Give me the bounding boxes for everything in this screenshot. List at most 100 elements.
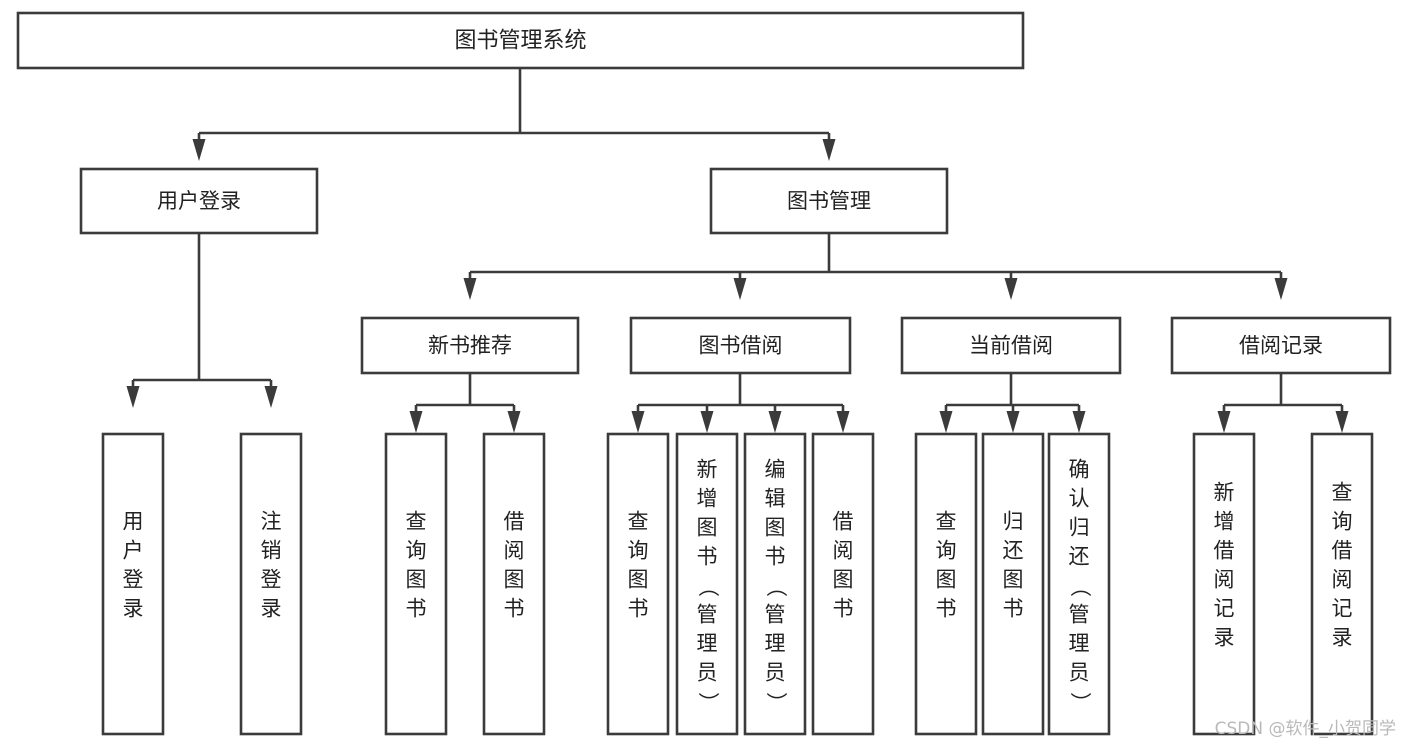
arrow-head-icon: [463, 278, 477, 300]
node-box-leaf-add-book-admin[interactable]: [675, 432, 739, 736]
label-char: 理: [1069, 632, 1090, 656]
nodes-layer: 图书管理系统用户登录图书管理新书推荐图书借阅当前借阅借阅记录用户登录注销登录查询…: [16, 11, 1392, 736]
label-char: 销: [261, 539, 282, 563]
label-char: 书: [833, 597, 854, 621]
node-box-leaf-query-borrow-record[interactable]: [1310, 432, 1374, 736]
label-char: 还: [1069, 545, 1090, 569]
node-new-book-recommend[interactable]: 新书推荐: [360, 316, 580, 375]
node-current-borrow[interactable]: 当前借阅: [900, 316, 1122, 375]
label-char: 管: [697, 603, 718, 627]
label-char: 查: [1332, 481, 1353, 505]
label-char: 管: [1069, 603, 1090, 627]
label-char: 图: [504, 568, 525, 592]
label-char: 图: [1003, 568, 1024, 592]
label-char: 阅: [833, 539, 854, 563]
node-root[interactable]: 图书管理系统: [16, 11, 1025, 70]
arrow-head-icon: [264, 386, 278, 408]
arrow-head-icon: [1274, 278, 1288, 300]
label-char: 注: [261, 510, 282, 534]
node-box-book-borrow[interactable]: [629, 316, 852, 375]
arrow-head-icon: [1072, 411, 1086, 433]
node-box-leaf-query-book-borrow[interactable]: [606, 432, 670, 736]
label-char: 确: [1069, 458, 1090, 482]
node-box-book-manage[interactable]: [709, 167, 949, 235]
label-char: 户: [123, 539, 144, 563]
label-char: 书: [765, 545, 786, 569]
arrow-head-icon: [733, 278, 747, 300]
label-char: 录: [123, 597, 144, 621]
arrow-head-icon: [700, 411, 714, 433]
label-char: 图: [936, 568, 957, 592]
node-box-leaf-query-book-current[interactable]: [914, 432, 978, 736]
label-char: 借: [1214, 539, 1235, 563]
connectors-layer: [126, 68, 1349, 433]
label-char: 询: [1332, 510, 1353, 534]
node-box-leaf-user-login[interactable]: [101, 432, 165, 736]
node-box-new-book-recommend[interactable]: [360, 316, 580, 375]
connector-record-to-leaves: [1217, 373, 1349, 433]
label-char: 员: [765, 661, 786, 685]
node-box-leaf-return-book[interactable]: [981, 432, 1045, 736]
label-char: 借: [833, 510, 854, 534]
connector-recommend-to-leaves: [409, 373, 521, 433]
label-char: 录: [1332, 626, 1353, 650]
label-char: 新: [697, 458, 718, 482]
node-box-root[interactable]: [16, 11, 1025, 70]
label-char: 询: [406, 539, 427, 563]
node-box-leaf-confirm-return-admin[interactable]: [1047, 432, 1111, 736]
node-box-leaf-logout-login[interactable]: [239, 432, 303, 736]
node-book-borrow[interactable]: 图书借阅: [629, 316, 852, 375]
node-box-user-login[interactable]: [79, 167, 319, 235]
node-box-current-borrow[interactable]: [900, 316, 1122, 375]
node-borrow-record[interactable]: 借阅记录: [1170, 316, 1392, 375]
label-char: 书: [936, 597, 957, 621]
node-label-root: 图书管理系统: [454, 29, 586, 54]
node-box-leaf-query-book-rec[interactable]: [384, 432, 448, 736]
node-label-user-login: 用户登录: [157, 189, 241, 213]
label-char: （: [696, 576, 720, 597]
label-char: 询: [628, 539, 649, 563]
node-label-book-borrow: 图书借阅: [699, 334, 783, 358]
node-leaf-user-login[interactable]: 用户登录: [101, 432, 165, 736]
label-char: ）: [764, 692, 788, 713]
label-char: 管: [765, 603, 786, 627]
node-box-leaf-borrow-book-rec[interactable]: [482, 432, 546, 736]
label-char: 询: [936, 539, 957, 563]
node-book-manage[interactable]: 图书管理: [709, 167, 949, 235]
label-char: ）: [1068, 692, 1092, 713]
node-label-borrow-record: 借阅记录: [1239, 334, 1323, 358]
node-box-leaf-edit-book-admin[interactable]: [743, 432, 807, 736]
label-char: 编: [765, 458, 786, 482]
arrow-head-icon: [1004, 278, 1018, 300]
node-box-leaf-add-borrow-record[interactable]: [1192, 432, 1256, 736]
label-char: 理: [765, 632, 786, 656]
node-box-leaf-borrow-book[interactable]: [811, 432, 875, 736]
label-char: 认: [1069, 487, 1090, 511]
label-char: 借: [1332, 539, 1353, 563]
label-char: 查: [406, 510, 427, 534]
node-user-login[interactable]: 用户登录: [79, 167, 319, 235]
node-box-borrow-record[interactable]: [1170, 316, 1392, 375]
label-char: 书: [406, 597, 427, 621]
